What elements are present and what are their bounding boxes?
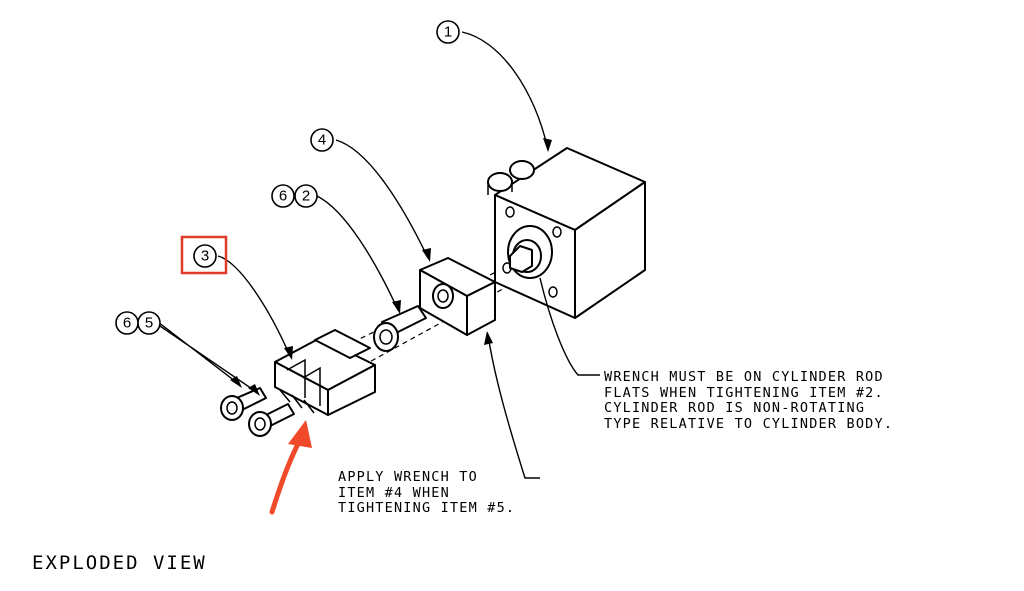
callout-item3: 3	[193, 244, 217, 268]
highlight-box	[180, 235, 228, 275]
svg-text:6: 6	[123, 315, 131, 332]
leader-item2	[316, 195, 399, 311]
diagram-title: EXPLODED VIEW	[32, 552, 207, 574]
svg-text:5: 5	[145, 315, 153, 332]
svg-text:6: 6	[279, 188, 287, 205]
leader-wrench-rod	[539, 277, 600, 376]
note-line: TIGHTENING ITEM #5.	[338, 500, 516, 516]
leader-item3	[217, 255, 291, 357]
svg-text:4: 4	[318, 132, 326, 149]
grooved-clamp	[274, 329, 376, 416]
note-line: APPLY WRENCH TO	[338, 469, 478, 485]
cap-screw	[373, 305, 427, 352]
clamp-screws	[220, 387, 295, 437]
cylinder-body	[487, 147, 646, 319]
callout-item4: 4	[310, 128, 334, 152]
callout-item1: 1	[436, 20, 460, 44]
note-line: TYPE RELATIVE TO CYLINDER BODY.	[604, 415, 894, 432]
leader-item65	[157, 321, 259, 394]
red-arrow-icon	[269, 420, 312, 515]
svg-text:3: 3	[201, 248, 209, 265]
note-line: CYLINDER ROD IS NON-ROTATING	[604, 400, 866, 416]
callout-item6-5: 6 5	[115, 311, 161, 335]
leader-apply-wrench	[487, 334, 540, 479]
note-line: ITEM #4 WHEN	[338, 484, 450, 501]
svg-text:2: 2	[302, 188, 310, 205]
adapter-block	[419, 257, 496, 336]
leader-item1	[461, 31, 549, 151]
svg-text:1: 1	[444, 24, 452, 41]
callout-item6-2: 6 2	[271, 184, 318, 208]
note-line: WRENCH MUST BE ON CYLINDER ROD	[604, 369, 884, 385]
note-line: FLATS WHEN TIGHTENING ITEM #2.	[604, 384, 884, 401]
leader-item4	[335, 139, 429, 259]
